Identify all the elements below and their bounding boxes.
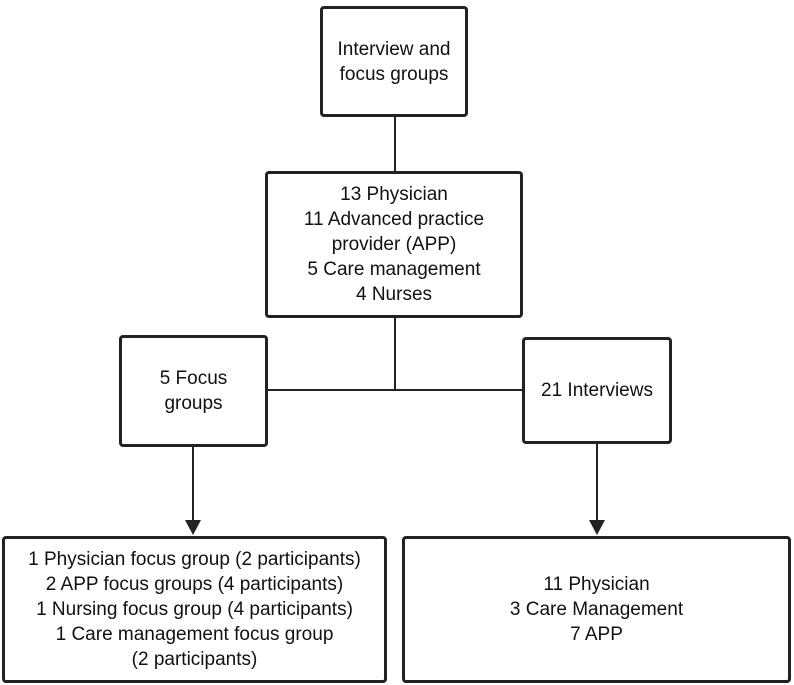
node-label-line: 5 Care management xyxy=(307,259,481,280)
node-interviews: 21 Interviews xyxy=(522,337,672,444)
node-label-line: 1 Care management focus group xyxy=(55,624,334,645)
node-label-line: 13 Physician xyxy=(340,184,448,205)
node-focus-groups: 5 Focus groups xyxy=(119,335,268,447)
node-label-line: groups xyxy=(164,393,223,414)
node-label-line: focus groups xyxy=(339,63,449,85)
node-label-line: 1 Physician focus group (2 participants) xyxy=(28,549,361,570)
node-interview-and-focus-groups: Interview and focus groups xyxy=(320,6,468,117)
arrowhead-left xyxy=(185,520,201,535)
node-label-line: 11 Physician xyxy=(543,574,650,595)
node-label-line: 3 Care Management xyxy=(509,599,684,620)
node-label-line: 21 Interviews xyxy=(541,380,653,401)
node-label-line: 4 Nurses xyxy=(355,284,433,305)
arrowhead-right xyxy=(589,520,605,535)
node-label-line: 2 APP focus groups (4 participants) xyxy=(45,574,344,595)
node-label-line: 7 APP xyxy=(570,624,623,645)
node-label-line: Interview and xyxy=(337,38,451,60)
node-label-line: 5 Focus xyxy=(159,368,228,389)
node-label-line: (2 participants) xyxy=(131,649,258,670)
node-participants: 13 Physician 11 Advanced practice provid… xyxy=(265,171,523,318)
node-focus-group-detail: 1 Physician focus group (2 participants)… xyxy=(2,536,387,683)
node-interview-detail: 11 Physician 3 Care Management 7 APP xyxy=(402,536,791,683)
node-label-line: 1 Nursing focus group (4 participants) xyxy=(36,599,353,620)
node-label-line: 11 Advanced practice xyxy=(303,209,485,230)
node-label-line: provider (APP) xyxy=(331,234,457,255)
